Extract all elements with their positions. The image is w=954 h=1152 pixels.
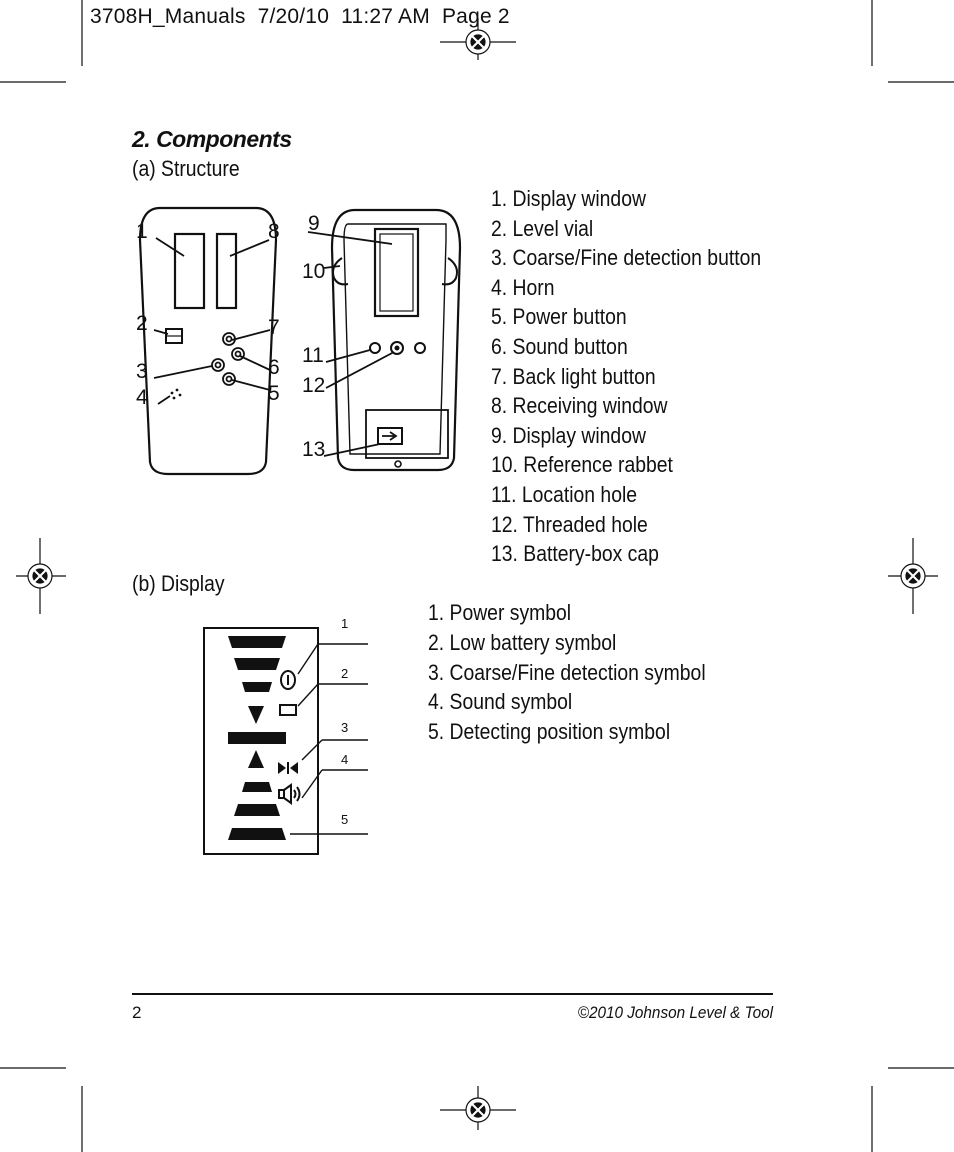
callout-structure-13: 13 — [302, 438, 325, 461]
lcd-frame — [203, 627, 319, 855]
callout-display-3: 3 — [341, 720, 348, 735]
structure-list-item: 11. Location hole — [491, 481, 638, 507]
battery-box-cap — [365, 409, 449, 459]
display-symbols-list: 1. Power symbol 2. Low battery symbol 3.… — [428, 598, 744, 747]
structure-list-item: 8. Receiving window — [491, 393, 668, 419]
registration-mark-bottom — [440, 1086, 516, 1130]
registration-mark-right — [888, 538, 938, 614]
structure-list-item: 6. Sound button — [491, 333, 628, 359]
structure-list-item: 5. Power button — [491, 304, 627, 330]
callout-display-4: 4 — [341, 752, 348, 767]
receiving-window-front — [215, 232, 238, 310]
page-number: 2 — [132, 1003, 142, 1022]
display-list-item: 2. Low battery symbol — [428, 629, 617, 655]
display-diagram: 1 2 3 4 5 — [203, 616, 368, 855]
registration-mark-top — [440, 18, 516, 60]
detector-front-body — [138, 206, 278, 476]
structure-list-item: 9. Display window — [491, 422, 646, 448]
display-heading: (b) Display — [132, 571, 225, 596]
registration-mark-left — [16, 538, 66, 614]
display-window-front — [173, 232, 206, 310]
callout-structure-5: 5 — [268, 382, 280, 405]
section-title: 2. Components — [132, 126, 292, 152]
callout-display-5: 5 — [341, 812, 348, 827]
structure-list-item: 1. Display window — [491, 186, 646, 211]
low-battery-icon — [279, 704, 297, 716]
display-window-back — [373, 227, 420, 318]
print-slug-line: 3708H_Manuals 7/20/10 11:27 AM Page 2 — [90, 5, 510, 28]
callout-structure-4: 4 — [136, 386, 148, 409]
display-list-item: 1. Power symbol — [428, 600, 572, 625]
button-cluster — [211, 332, 245, 386]
power-symbol-icon — [280, 670, 296, 690]
callout-structure-8: 8 — [268, 220, 280, 243]
callout-display-1: 1 — [341, 616, 348, 631]
callout-structure-2: 2 — [136, 312, 148, 335]
structure-diagram: 1 8 2 7 3 6 4 5 9 10 11 12 13 — [136, 206, 462, 476]
sound-symbol-icon — [278, 783, 301, 805]
callout-structure-12: 12 — [302, 374, 325, 397]
horn-icon — [170, 388, 182, 400]
location-hole — [369, 342, 381, 354]
display-list-item: 3. Coarse/Fine detection symbol — [428, 659, 706, 685]
detecting-position-bars — [228, 636, 286, 840]
callout-structure-7: 7 — [268, 316, 280, 339]
callout-structure-6: 6 — [268, 356, 280, 379]
callout-structure-1: 1 — [136, 220, 148, 243]
structure-list-item: 13. Battery-box cap — [491, 541, 659, 567]
callout-structure-11: 11 — [302, 344, 324, 367]
callout-structure-9: 9 — [308, 212, 320, 235]
callout-structure-3: 3 — [136, 360, 148, 383]
detector-back-body — [330, 208, 462, 472]
display-list-item: 4. Sound symbol — [428, 689, 573, 715]
callout-display-2: 2 — [341, 666, 348, 681]
structure-list-item: 10. Reference rabbet — [491, 452, 673, 478]
structure-list-item: 4. Horn — [491, 274, 555, 300]
footer-rule — [132, 993, 773, 995]
copyright-notice: ©2010 Johnson Level & Tool — [577, 1003, 773, 1022]
callout-structure-10: 10 — [302, 260, 325, 283]
reference-rabbet-right — [441, 257, 458, 286]
coarse-fine-icon — [278, 762, 298, 774]
structure-parts-list: 1. Display window 2. Level vial 3. Coars… — [491, 184, 798, 569]
reference-rabbet-left — [332, 257, 349, 286]
structure-heading: (a) Structure — [132, 156, 240, 181]
structure-list-item: 2. Level vial — [491, 215, 594, 241]
structure-list-item: 12. Threaded hole — [491, 511, 648, 537]
display-list-item: 5. Detecting position symbol — [428, 719, 671, 745]
structure-list-item: 7. Back light button — [491, 363, 656, 389]
structure-list-item: 3. Coarse/Fine detection button — [491, 245, 762, 271]
threaded-hole — [390, 341, 404, 355]
